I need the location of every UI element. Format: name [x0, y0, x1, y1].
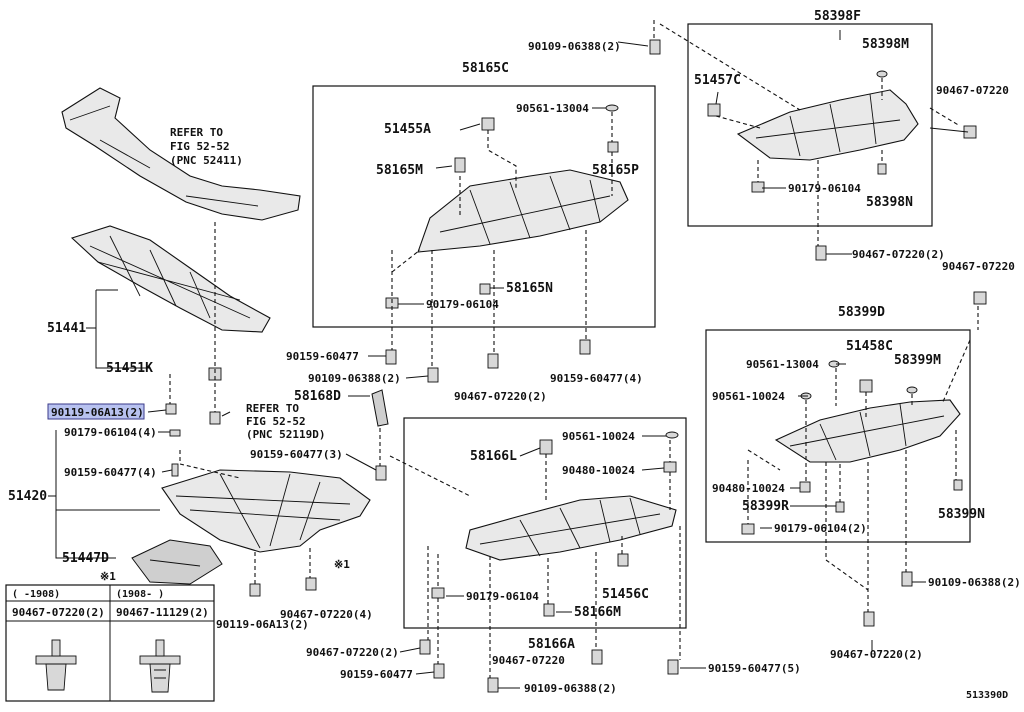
label-58399N: 58399N: [938, 507, 985, 522]
clip-variant-table: ( -1908) (1908- ) 90467-07220(2) 90467-1…: [5, 584, 215, 702]
label-90467-07220-right: 90467-07220: [942, 260, 1015, 273]
label-51441: 51441: [47, 321, 86, 336]
table-col1-header: ( -1908): [12, 589, 60, 600]
label-58399R: 58399R: [742, 499, 789, 514]
labels-left: REFER TO FIG 52-52 (PNC 52411) 51441 514…: [8, 126, 373, 631]
labels-right: 90109-06388(2) 58398F 58398M 51457C 9046…: [528, 9, 1021, 701]
label-90159-60477-4-b: 90159-60477(4): [550, 372, 643, 385]
refer-upper-line1: REFER TO: [170, 126, 223, 139]
label-58398M: 58398M: [862, 37, 909, 52]
part-58398F-drawing: [736, 89, 919, 161]
part-51441-drawing: [70, 225, 271, 333]
refer-upper-line2: FIG 52-52: [170, 140, 230, 153]
label-51456C: 51456C: [602, 587, 649, 602]
clip-icons-58399: [741, 291, 987, 627]
label-58168D: 58168D: [294, 389, 341, 404]
label-90159-60477-3: 90159-60477(3): [250, 448, 343, 461]
diagram-id: 513390D: [966, 690, 1008, 701]
label-58399D: 58399D: [838, 305, 885, 320]
refer-lower-line3: (PNC 52119D): [246, 428, 325, 441]
group-box-58398F: [687, 23, 933, 227]
labels-middle: 58165C 51455A 90561-13004 58165M 58165P …: [250, 61, 801, 695]
label-90480-10024-b: 90480-10024: [712, 482, 785, 495]
label-90179-06104-2: 90179-06104(2): [774, 522, 867, 535]
label-51451K: 51451K: [106, 361, 153, 376]
label-90467-07220-4: 90467-07220(4): [280, 608, 373, 621]
label-51420: 51420: [8, 489, 47, 504]
part-58165C-drawing: [417, 169, 629, 253]
note-x1-b: ※1: [100, 570, 116, 583]
table-col2-header: (1908- ): [116, 589, 164, 600]
group-box-58399D: [705, 329, 971, 543]
label-90179-06104-4: 90179-06104(4): [64, 426, 157, 439]
part-58168D-drawing: [371, 389, 389, 427]
push-clip-old-icon: [35, 639, 77, 691]
label-90561-10024-b: 90561-10024: [712, 390, 785, 403]
label-90109-06388-2-c: 90109-06388(2): [928, 576, 1021, 589]
label-58165C: 58165C: [462, 61, 509, 76]
label-90159-60477-4-left: 90159-60477(4): [64, 466, 157, 479]
label-58166M: 58166M: [574, 605, 621, 620]
refer-upper-line3: (PNC 52411): [170, 154, 243, 167]
label-90480-10024-a: 90480-10024: [562, 464, 635, 477]
label-90109-06388-2-b: 90109-06388(2): [524, 682, 617, 695]
part-58399D-drawing: [774, 399, 961, 463]
label-90467-07220-2-a: 90467-07220(2): [454, 390, 547, 403]
label-90179-06104-b: 90179-06104: [466, 590, 539, 603]
label-58165N: 58165N: [506, 281, 553, 296]
table-col1-part: 90467-07220(2): [12, 606, 105, 619]
part-51447D-drawing: [131, 539, 223, 585]
front-bumper-drawing: [61, 87, 301, 221]
group-box-58166A: [403, 417, 687, 629]
push-clip-new-icon: [139, 639, 181, 693]
label-90467-07220-2-b: 90467-07220(2): [306, 646, 399, 659]
leader-lines: [48, 30, 969, 689]
clip-icons-58166: [375, 431, 679, 693]
selected-part-highlight[interactable]: [47, 403, 145, 420]
label-90561-13004-a: 90561-13004: [516, 102, 589, 115]
label-90159-60477-5: 90159-60477(5): [708, 662, 801, 675]
label-90119-06A13-selected[interactable]: 90119-06A13(2): [51, 406, 144, 419]
label-90109-06388-2-a: 90109-06388(2): [308, 372, 401, 385]
label-58398N: 58398N: [866, 195, 913, 210]
clip-icons-58398: [649, 39, 977, 261]
note-x1-a: ※1: [334, 558, 350, 571]
label-58166L: 58166L: [470, 449, 517, 464]
group-box-58165C: [312, 85, 656, 328]
label-58165M: 58165M: [376, 163, 423, 178]
label-90119-06A13-bottom: 90119-06A13(2): [216, 618, 309, 631]
label-90159-60477-a: 90159-60477: [286, 350, 359, 363]
label-58399M: 58399M: [894, 353, 941, 368]
label-90467-07220-top: 90467-07220: [936, 84, 1009, 97]
label-90561-13004-b: 90561-13004: [746, 358, 819, 371]
refer-lower-line2: FIG 52-52: [246, 415, 306, 428]
label-51447D: 51447D: [62, 551, 109, 566]
assembly-dashed-lines: [169, 20, 979, 678]
label-90179-06104-a: 90179-06104: [426, 298, 499, 311]
label-90109-06388-2-top: 90109-06388(2): [528, 40, 621, 53]
label-51457C: 51457C: [694, 73, 741, 88]
refer-lower-line1: REFER TO: [246, 402, 299, 415]
label-51458C: 51458C: [846, 339, 893, 354]
label-90467-07220-c: 90467-07220: [492, 654, 565, 667]
table-col2-part: 90467-11129(2): [116, 606, 209, 619]
label-90467-07220-2-d: 90467-07220(2): [830, 648, 923, 661]
label-58166A: 58166A: [528, 637, 575, 652]
label-58398F: 58398F: [814, 9, 861, 24]
label-51455A: 51455A: [384, 122, 431, 137]
part-51420-drawing: [161, 469, 371, 553]
part-58166A-drawing: [465, 495, 677, 561]
label-90561-10024-a: 90561-10024: [562, 430, 635, 443]
label-90179-06104-c: 90179-06104: [788, 182, 861, 195]
label-90467-07220-2-c: 90467-07220(2): [852, 248, 945, 261]
label-58165P: 58165P: [592, 163, 639, 178]
label-90159-60477-b: 90159-60477: [340, 668, 413, 681]
